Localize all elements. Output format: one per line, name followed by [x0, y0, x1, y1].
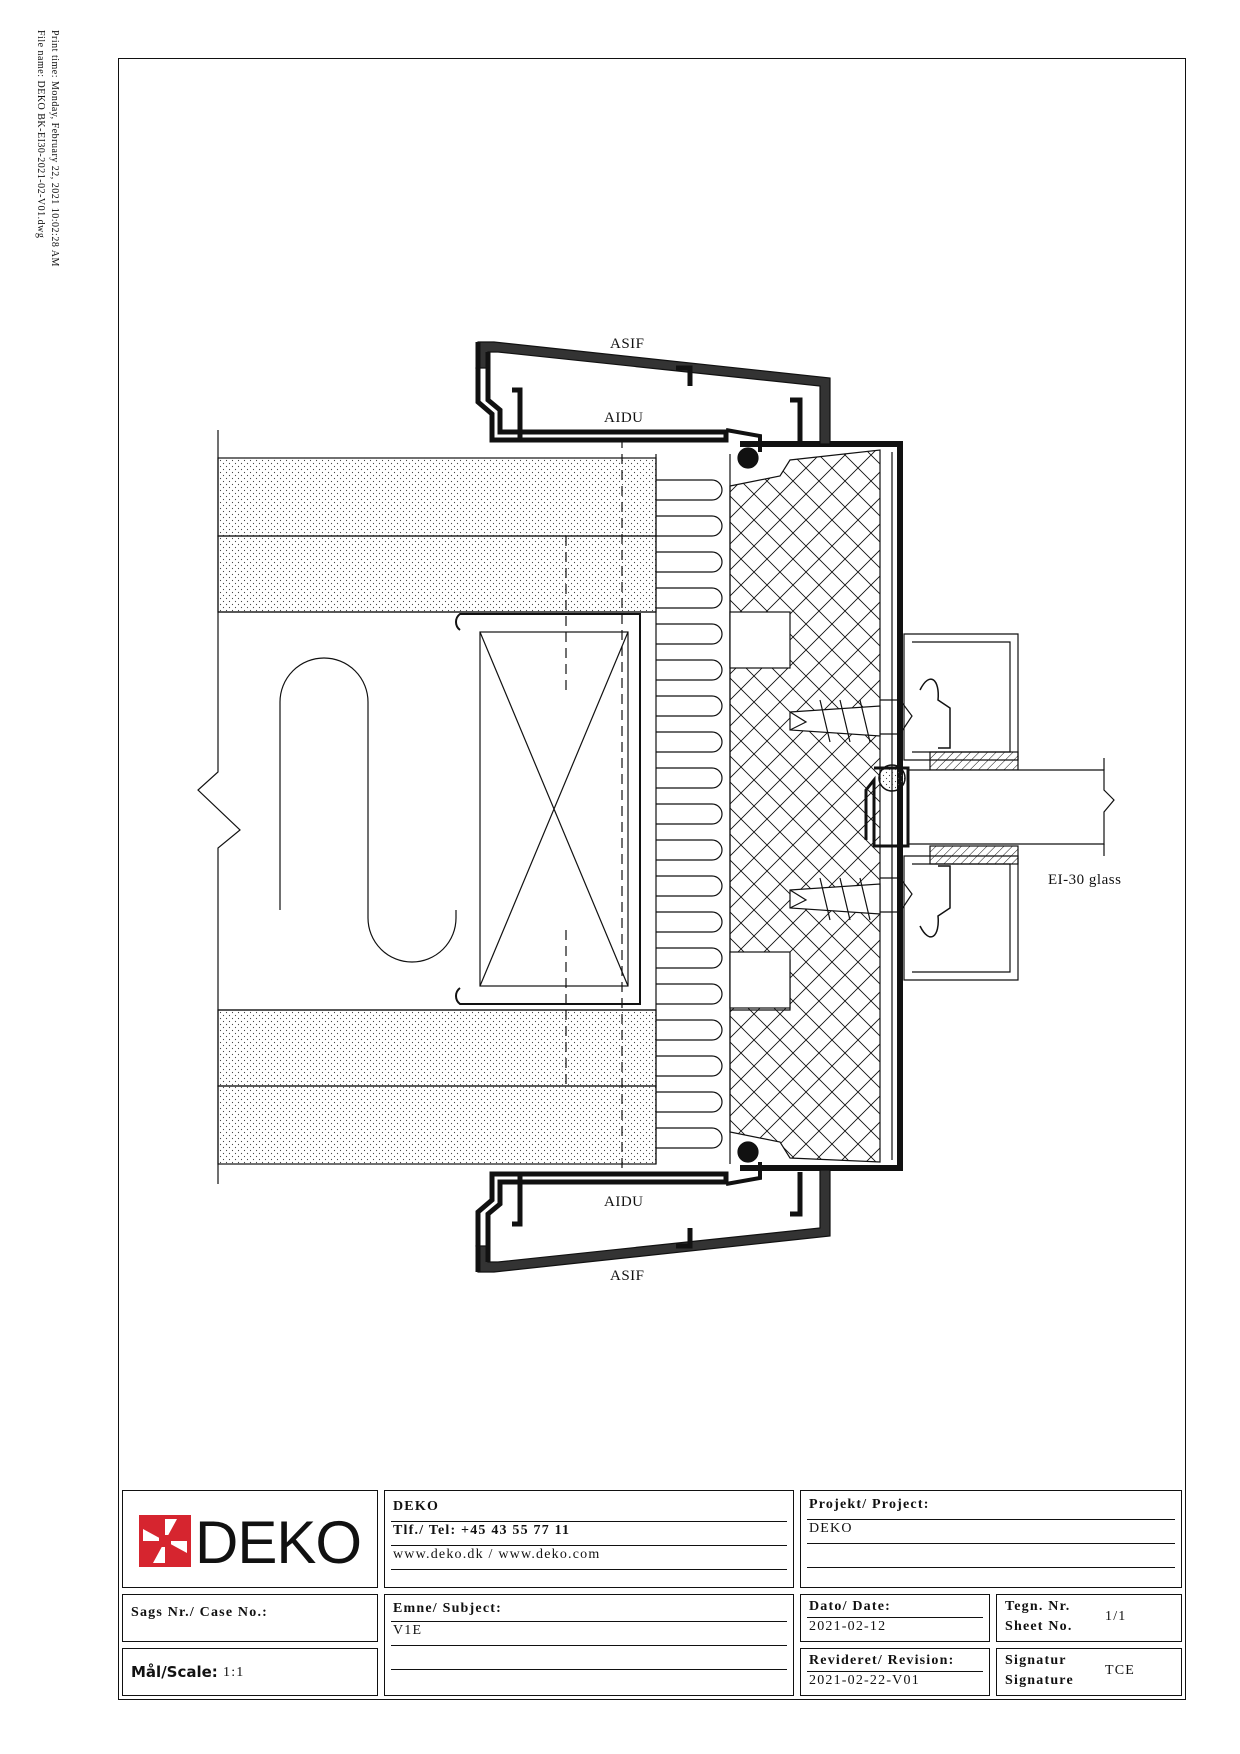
insulation-bottom-2 — [217, 1085, 657, 1165]
signature-label-2: Signature — [1005, 1673, 1074, 1688]
scale-label: Mål/Scale: — [131, 1663, 218, 1681]
insulation-top-2 — [217, 535, 657, 613]
glass-pane — [907, 769, 1115, 845]
sheet-label-2: Sheet No. — [1005, 1619, 1073, 1634]
intumescent-strip — [655, 454, 731, 1164]
screw-top — [789, 699, 913, 743]
company-box: DEKO Tlf./ Tel: +45 43 55 77 11 www.deko… — [384, 1490, 794, 1588]
label-aidu-top: AIDU — [604, 410, 644, 426]
logo-box: DEKO — [122, 1490, 378, 1588]
insulation-top-1 — [217, 457, 657, 537]
label-asif-bottom: ASIF — [610, 1268, 645, 1284]
logo-wordmark: DEKO — [195, 1509, 362, 1576]
company-web: www.deko.dk / www.deko.com — [393, 1547, 601, 1562]
company-name: DEKO — [393, 1499, 440, 1514]
sheet-value: 1/1 — [1105, 1609, 1127, 1624]
company-phone: Tlf./ Tel: +45 43 55 77 11 — [393, 1523, 571, 1538]
date-label: Dato/ Date: — [809, 1599, 892, 1614]
corrugation — [656, 479, 723, 1149]
scale-value: 1:1 — [223, 1665, 245, 1680]
project-box: Projekt/ Project: DEKO — [800, 1490, 1182, 1588]
project-value: DEKO — [809, 1521, 853, 1536]
fire-board — [729, 449, 881, 1163]
label-asif-top: ASIF — [610, 336, 645, 352]
revision-box: Revideret/ Revision: 2021-02-22-V01 — [800, 1648, 990, 1696]
glazing-bead-bottom — [903, 855, 1019, 981]
screw-bottom — [789, 877, 913, 921]
label-aidu-bottom: AIDU — [604, 1194, 644, 1210]
date-value: 2021-02-12 — [809, 1619, 887, 1634]
case-box: Sags Nr./ Case No.: — [122, 1594, 378, 1642]
sheet-label-1: Tegn. Nr. — [1005, 1599, 1071, 1614]
subject-value: V1E — [393, 1623, 423, 1638]
gasket-bottom — [929, 845, 1019, 865]
deko-logo-icon — [139, 1515, 191, 1567]
project-label: Projekt/ Project: — [809, 1497, 930, 1512]
gasket-top — [929, 751, 1019, 771]
date-box: Dato/ Date: 2021-02-12 — [800, 1594, 990, 1642]
asif-top-profile — [475, 341, 831, 445]
signature-box: Signatur Signature TCE — [996, 1648, 1182, 1696]
intumescent-seal — [878, 764, 906, 792]
label-glass: EI-30 glass — [1048, 872, 1121, 888]
signature-label-1: Signatur — [1005, 1653, 1067, 1668]
asif-bottom-profile — [475, 1169, 831, 1273]
signature-value: TCE — [1105, 1663, 1136, 1678]
glazing-bead-top — [903, 633, 1019, 761]
revision-value: 2021-02-22-V01 — [809, 1673, 920, 1688]
insulation-bottom-1 — [217, 1009, 657, 1087]
timber-block — [479, 631, 629, 987]
sheet-box: Tegn. Nr. Sheet No. 1/1 — [996, 1594, 1182, 1642]
subject-box: Emne/ Subject: V1E — [384, 1594, 794, 1696]
revision-label: Revideret/ Revision: — [809, 1653, 955, 1668]
s-stud — [279, 657, 457, 963]
drawing-sheet-border — [118, 58, 1186, 1700]
wall-break-line — [197, 430, 241, 1184]
scale-box: Mål/Scale: 1:1 — [122, 1648, 378, 1696]
case-label: Sags Nr./ Case No.: — [131, 1605, 269, 1620]
subject-label: Emne/ Subject: — [393, 1601, 502, 1616]
c-channel — [455, 613, 641, 1005]
title-block: DEKO DEKO Tlf./ Tel: +45 43 55 77 11 www… — [122, 1490, 1182, 1696]
